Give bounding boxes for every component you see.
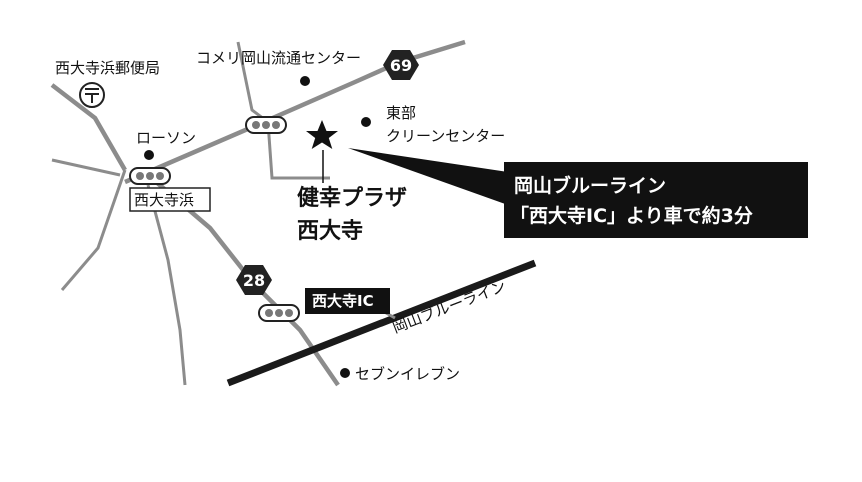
- traffic-signal-icon: [245, 116, 287, 134]
- route-69-label: 69: [390, 56, 412, 75]
- route-shield-28: 28: [236, 265, 272, 295]
- route-shield-icon: [236, 265, 272, 295]
- saidaiji-hama-label: 西大寺浜: [134, 191, 194, 209]
- lawson-label: ローソン: [136, 129, 196, 147]
- komeri-label: コメリ岡山流通センター: [196, 49, 361, 67]
- post-office-marker: [79, 82, 105, 108]
- seven-eleven-label: セブンイレブン: [355, 365, 460, 383]
- destination-name-1: 健幸プラザ: [297, 185, 407, 211]
- star-destination-icon: [306, 120, 338, 149]
- route-shield-icon: [383, 50, 419, 80]
- route-28-label: 28: [243, 271, 265, 290]
- highway-label: 岡山ブルーライン: [390, 277, 508, 337]
- road-route-69: [124, 39, 466, 185]
- cleaner-center-label-2: クリーンセンター: [386, 127, 505, 145]
- traffic-signal-icon: [258, 304, 300, 322]
- callout-line-2: 「西大寺IC」より車で約3分: [510, 204, 753, 227]
- seven-eleven-marker: [340, 368, 350, 378]
- road-west-north: [50, 83, 127, 172]
- saidaiji-hama-box: [129, 187, 211, 212]
- destination-name-2: 西大寺: [297, 219, 363, 244]
- komeri-marker: [300, 76, 310, 86]
- ic-label-box: [305, 288, 390, 314]
- road-west-short: [51, 158, 121, 177]
- callout-pointer: [348, 148, 508, 205]
- cleaner-center-label-1: 東部: [386, 104, 416, 122]
- post-office-label: 西大寺浜郵便局: [55, 59, 160, 77]
- traffic-signal-icon: [129, 167, 171, 185]
- callout-line-1: 岡山ブルーライン: [514, 174, 666, 197]
- route-shield-69: 69: [383, 50, 419, 80]
- callout-box: [504, 162, 808, 238]
- lawson-marker: [144, 150, 154, 160]
- road-west-south: [60, 169, 127, 291]
- highway-okayama-blue-line: [226, 259, 537, 387]
- cleaner-center-marker: [361, 117, 371, 127]
- road-southwest: [146, 184, 187, 386]
- ic-label: 西大寺IC: [312, 292, 374, 310]
